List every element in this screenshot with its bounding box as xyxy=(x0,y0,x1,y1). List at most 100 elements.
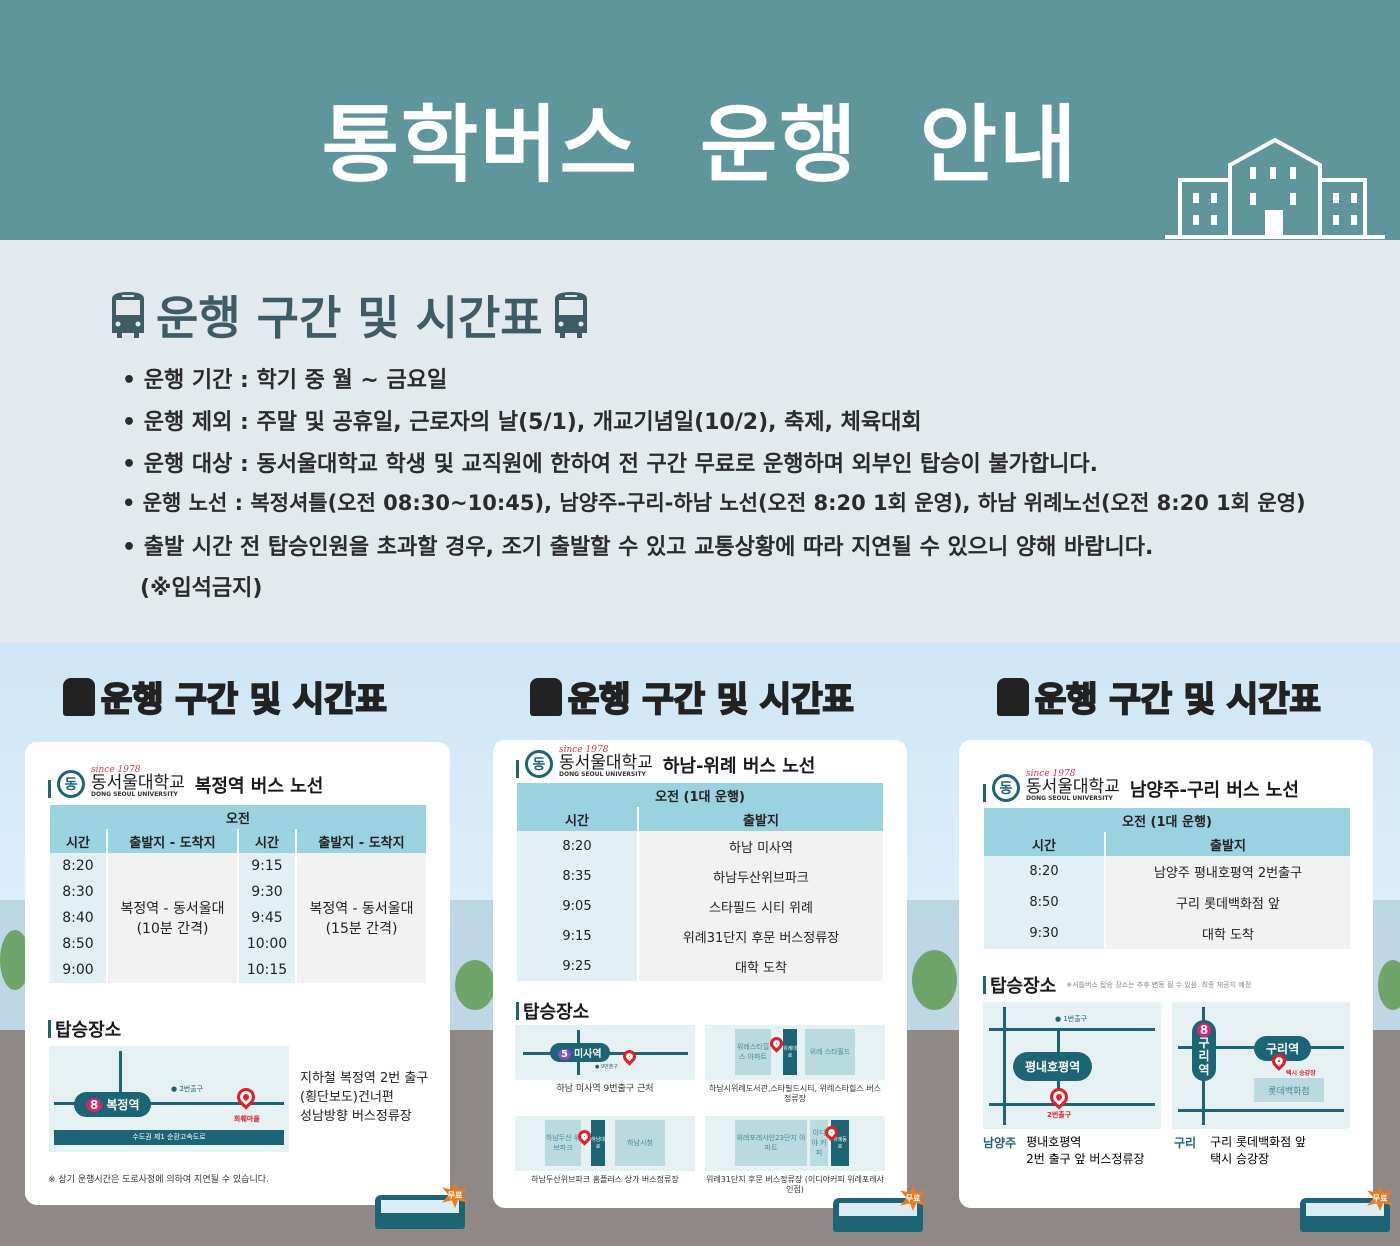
departure-cell: 스타필드 시티 위례 xyxy=(639,891,883,921)
bus-icon xyxy=(63,677,95,716)
place-line: 평내호평역 xyxy=(1026,1135,1082,1149)
map-caption: 하남두산위브파크 홈플러스 상가 버스정류장 xyxy=(531,1175,679,1184)
col-header: 출발지 xyxy=(1106,832,1350,856)
map-road: 하남대로 xyxy=(591,1120,605,1166)
departure-cell: 대학 도착 xyxy=(639,951,883,981)
line-number: 8 xyxy=(1196,1023,1212,1037)
exit-label: 2번출구 xyxy=(1047,1111,1072,1119)
place-line: 2번 출구 앞 버스정류장 xyxy=(1026,1152,1145,1167)
map-caption: 하남시위례도서관,스타필드시티, 위례스타힐스 버스 정류장 xyxy=(708,1084,882,1104)
since: since 1978 xyxy=(91,765,141,775)
place-line: 성남방향 버스정류장 xyxy=(300,1108,412,1124)
bus-icon xyxy=(554,292,587,338)
bus-icon xyxy=(997,677,1029,716)
interval-text: (15분 간격) xyxy=(325,921,398,937)
panel-title: 운행 구간 및 시간표 xyxy=(530,672,855,721)
panel-title: 운행 구간 및 시간표 xyxy=(63,672,388,721)
time-cell: 9:00 xyxy=(50,957,106,983)
place-line: 택시 승강장 xyxy=(1210,1152,1270,1167)
map-block: 하남두산 위브파크 xyxy=(545,1120,581,1166)
info-bullet: • 운행 대상 : 동서울대학교 학생 및 교직원에 한하여 전 구간 무료로 … xyxy=(122,452,1098,477)
since: since 1978 xyxy=(559,745,609,755)
highway-label: 수도권 제1 순환고속도로 xyxy=(54,1130,284,1145)
tree xyxy=(455,960,495,1010)
map-caption: 하남 미사역 9번출구 근처 xyxy=(556,1084,654,1094)
map-road xyxy=(54,1102,284,1105)
map-caption: 위례31단지 후문 버스정류장 (이디야커피 위례포레샤인점) xyxy=(705,1175,885,1195)
time-cell: 9:25 xyxy=(517,951,637,981)
bus-icon xyxy=(112,292,144,338)
boarding-map: 하남두산 위브파크 하남대로 하남시청 xyxy=(515,1116,695,1171)
city-label: 남양주 xyxy=(983,1136,1017,1150)
station-name: 미사역 xyxy=(573,1049,602,1060)
col-header: 출발지 xyxy=(639,807,883,831)
period-header: 오전 xyxy=(50,805,426,829)
uni-kr: 동서울대학교 xyxy=(1026,777,1120,797)
time-cell: 9:15 xyxy=(239,853,295,879)
time-cell: 8:50 xyxy=(984,887,1104,918)
tree xyxy=(1378,960,1400,1010)
heading-bar xyxy=(48,780,51,798)
since: since 1978 xyxy=(1026,769,1076,779)
place-line: 구리 롯데백화점 앞 xyxy=(1210,1135,1307,1149)
departure-cell: 하남 미사역 xyxy=(639,831,883,861)
header-banner: 통학버스 운행 안내 xyxy=(0,0,1400,240)
map-block: 위례스타힐스 아파트 xyxy=(735,1029,771,1075)
station-name: 복정역 xyxy=(106,1098,140,1112)
line-number: 5 xyxy=(558,1049,571,1060)
panel-title-text: 운행 구간 및 시간표 xyxy=(100,679,388,721)
time-cell: 9:30 xyxy=(984,918,1104,949)
departure-cell: 구리 롯데백화점 앞 xyxy=(1106,887,1350,918)
time-cell: 9:05 xyxy=(517,891,637,921)
uni-en: DONG SEOUL UNIVERSITY xyxy=(1026,795,1113,802)
station-label: 평내호평역 xyxy=(1013,1052,1093,1081)
time-cell: 8:35 xyxy=(517,861,637,891)
boarding-label: 탑승장소 xyxy=(990,976,1057,997)
route-cell: 복정역 - 동서울대(10분 간격) xyxy=(108,853,237,983)
city-label: 구리 xyxy=(1174,1136,1197,1150)
route-text: 복정역 - 동서울대 xyxy=(309,901,414,917)
time-cell: 8:20 xyxy=(984,856,1104,887)
info-bullet: • 운행 노선 : 복정셔틀(오전 08:30~10:45), 남양주-구리-하… xyxy=(122,491,1306,515)
heading-bar xyxy=(983,976,986,994)
panel-title: 운행 구간 및 시간표 xyxy=(997,672,1322,721)
boarding-label: 탑승장소 xyxy=(523,1002,590,1023)
bus-stop-pin-icon xyxy=(233,1084,259,1110)
panel-title-text: 운행 구간 및 시간표 xyxy=(567,679,855,721)
boarding-map: 위례포레샤인23단지 아파트 이디야 커피 위례동로 xyxy=(705,1116,885,1171)
time-cell: 8:40 xyxy=(50,905,106,931)
departure-cell: 하남두산위브파크 xyxy=(639,861,883,891)
exit-label: ● 1번출구 xyxy=(1055,1015,1088,1023)
col-header: 시간 xyxy=(984,832,1104,856)
exit-label: ● 9번출구 xyxy=(595,1064,618,1070)
map-block: 롯데백화점 xyxy=(1254,1078,1324,1102)
info-bullet: • 운행 기간 : 학기 중 월 ~ 금요일 xyxy=(122,368,448,393)
boarding-label: 탑승장소 xyxy=(55,1020,122,1041)
line-number: 8 xyxy=(86,1098,103,1112)
bus-icon xyxy=(530,677,562,716)
heading-bar xyxy=(48,1020,51,1038)
heading-bar xyxy=(516,1002,519,1020)
map-road xyxy=(989,1028,1155,1031)
uni-kr: 동서울대학교 xyxy=(91,773,185,793)
interval-text: (10분 간격) xyxy=(136,921,209,937)
uni-en: DONG SEOUL UNIVERSITY xyxy=(91,791,178,798)
map-road xyxy=(1178,1109,1344,1112)
